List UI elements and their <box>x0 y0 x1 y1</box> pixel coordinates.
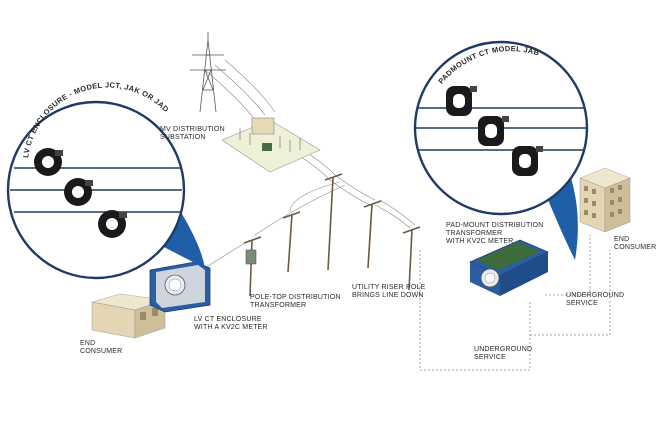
label-end-consumer-left: END CONSUMER <box>80 340 123 355</box>
utility-poles <box>243 173 421 297</box>
lv-ct-enclosure <box>149 261 211 313</box>
ct-left-2 <box>64 178 93 206</box>
pad-mount-transformer <box>469 239 549 296</box>
underground-lines <box>419 235 611 371</box>
label-underground-service-2: UNDERGROUND SERVICE <box>566 292 625 307</box>
padmount-ct-callout: PADMOUNT CT MODEL JAB <box>413 40 589 260</box>
label-underground-service-1: UNDERGROUND SERVICE <box>474 346 533 361</box>
label-lv-ct-enclosure: LV CT ENCLOSURE WITH A Kv2c METER <box>194 316 268 331</box>
ct-left-1 <box>34 148 63 176</box>
label-pole-top-transformer: POLE-TOP DISTRIBUTION TRANSFORMER <box>250 294 341 309</box>
ct-right-2 <box>478 116 509 146</box>
ct-right-1 <box>446 86 477 116</box>
ct-left-3 <box>98 210 127 238</box>
label-substation: MV DISTRIBUTION SUBSTATION <box>160 126 225 141</box>
lv-ct-callout: LV CT ENCLOSURE - MODEL JCT, JAK OR JAD <box>6 81 205 280</box>
label-padmount-transformer: PAD-MOUNT DISTRIBUTION TRANSFORMER WITH … <box>446 222 544 245</box>
right-building <box>579 167 631 233</box>
power-lines <box>204 59 416 269</box>
transmission-tower <box>190 32 226 113</box>
pole-top-transformer <box>245 249 257 265</box>
label-end-consumer-right: END CONSUMER <box>614 236 657 251</box>
label-riser-pole: UTILITY RISER POLE BRINGS LINE DOWN <box>352 284 426 299</box>
ct-right-3 <box>512 146 543 176</box>
substation <box>221 117 321 173</box>
left-building <box>91 293 166 339</box>
